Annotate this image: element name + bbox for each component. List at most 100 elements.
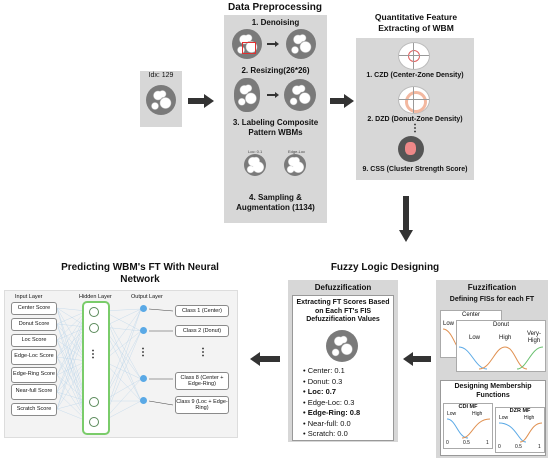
output-class-2: Class 2 (Donut) <box>175 325 229 337</box>
arrow-left-icon <box>403 352 431 366</box>
css-map <box>398 136 424 162</box>
input-wafer-map <box>146 85 176 115</box>
cdi-mf-chart: CDI MF Low High 0 0.5 1 <box>443 403 493 449</box>
feature-dzd: 2. DZD (Donut-Zone Density) <box>367 116 463 123</box>
center-low-label: Low <box>443 321 455 327</box>
fuzzy-title: Fuzzy Logic Designing <box>330 262 440 273</box>
dzr-tick-0: 0 <box>498 444 501 450</box>
feature-panel: 1. CZD (Center-Zone Density) 2. DZD (Don… <box>356 38 474 180</box>
preprocessing-panel: 1. Denoising 2. Resizing(26*26) 3. Label… <box>224 15 327 223</box>
input-layer-label: Input Layer <box>15 294 43 300</box>
labeling-caption-1: Loc: 0.1 <box>248 149 263 154</box>
donut-low-label: Low <box>469 335 481 341</box>
resize-before-map <box>234 78 260 112</box>
feature-css: 9. CSS (Cluster Strength Score) <box>362 166 468 173</box>
donut-fis-label: Donut <box>492 322 509 328</box>
hidden-node <box>89 397 99 407</box>
step-denoising: 1. Denoising <box>251 18 300 27</box>
feature-czd: 1. CZD (Center-Zone Density) <box>366 72 464 79</box>
score-edge-loc: • Edge-Loc: 0.3 <box>303 397 355 407</box>
arrow-left-icon <box>250 352 280 366</box>
score-center: • Center: 0.1 <box>303 366 345 375</box>
output-class-8: Class 8 (Center + Edge-Ring) <box>175 372 229 390</box>
cdi-tick-0: 0 <box>446 440 449 446</box>
input-center-score: Center Score <box>11 302 57 315</box>
defuzz-title: Defuzzification <box>314 283 372 292</box>
nn-panel: Input Layer Hidden Layer Output Layer Ce… <box>4 290 238 438</box>
cdi-tick-1: 1 <box>486 440 489 446</box>
red-highlight-box <box>242 42 256 54</box>
labeling-caption-2: Edge-Loc <box>288 149 306 154</box>
output-node <box>140 305 147 312</box>
step-resizing: 2. Resizing(26*26) <box>241 66 310 75</box>
feature-title: Quantitative Feature Extracting of WBM <box>374 12 458 33</box>
labeling-map-2 <box>284 154 306 176</box>
membership-title: Designing Membership Functions <box>454 383 532 399</box>
cdi-mf-title: CDI MF <box>458 404 478 410</box>
score-loc: • Loc: 0.7 <box>303 387 337 396</box>
cdi-tick-05: 0.5 <box>463 440 470 446</box>
dzr-tick-1: 1 <box>538 444 541 450</box>
arrow-down-icon <box>399 196 413 242</box>
hidden-node <box>89 323 99 333</box>
donut-very-high-label: Very-High <box>526 331 541 344</box>
defuzz-panel: Defuzzification Extracting FT Scores Bas… <box>288 280 398 442</box>
step-labeling: 3. Labeling Composite Pattern WBMs <box>232 118 319 137</box>
denoise-after-map <box>286 29 316 59</box>
step-sampling: 4. Sampling & Augmentation (1134) <box>236 193 315 212</box>
input-edge-ring-score: Edge-Ring Score <box>11 367 57 383</box>
hidden-layer-label: Hidden Layer <box>79 294 112 300</box>
output-class-9: Class 9 (Loc + Edge-Ring) <box>175 396 229 414</box>
arrow-right-icon <box>188 94 214 108</box>
resize-after-map <box>284 79 316 111</box>
class-dots: ⋮ <box>198 347 208 358</box>
input-wafer-card: Idx: 129 <box>140 71 182 127</box>
cdi-mf-curves <box>446 418 491 439</box>
score-scratch: • Scratch: 0.0 <box>303 429 348 438</box>
output-node <box>140 327 147 334</box>
input-wafer-label: Idx: 129 <box>148 72 174 79</box>
arrow-right-icon <box>267 92 279 98</box>
feature-ellipsis: ⋮ <box>410 123 420 134</box>
fuzz-panel: Fuzzification Defining FISs for each FT … <box>436 280 548 458</box>
defuzz-card: Extracting FT Scores Based on Each FT's … <box>292 295 394 441</box>
score-edge-ring: • Edge-Ring: 0.8 <box>303 408 361 417</box>
input-scratch-score: Scratch Score <box>11 403 57 416</box>
donut-fis-chart: Donut Low High Very-High <box>456 320 546 372</box>
arrow-right-icon <box>267 41 279 47</box>
hidden-layer-box <box>82 301 110 435</box>
dzr-mf-curves <box>498 422 543 443</box>
input-near-full-score: Near-full Score <box>11 384 57 400</box>
denoise-before-map <box>232 29 262 59</box>
score-list: • Center: 0.1 • Donut: 0.3 • Loc: 0.7 • … <box>303 366 389 440</box>
arrow-right-icon <box>330 94 354 108</box>
cdi-low-label: Low <box>447 411 457 417</box>
dzr-high-label: High <box>524 415 535 421</box>
hidden-dots: ⋮ <box>88 349 98 360</box>
labeling-map-1 <box>244 154 266 176</box>
preprocessing-title: Data Preprocessing <box>228 2 322 13</box>
score-donut: • Donut: 0.3 <box>303 376 343 386</box>
fuzz-title: Fuzzification <box>467 283 517 292</box>
defuzz-subtitle: Extracting FT Scores Based on Each FT's … <box>296 299 390 323</box>
nn-title: Predicting WBM's FT With Neural Network <box>61 262 219 285</box>
membership-box: Designing Membership Functions CDI MF Lo… <box>440 380 546 456</box>
score-near-full: • Near-full: 0.0 <box>303 418 351 428</box>
output-node <box>140 375 147 382</box>
czd-map <box>398 42 430 70</box>
nn-connections <box>56 307 174 422</box>
input-donut-score: Donut Score <box>11 318 57 331</box>
dzr-mf-chart: DZR MF Low High 0 0.5 1 <box>495 407 545 453</box>
input-loc-score: Loc Score <box>11 334 57 347</box>
hidden-node <box>89 307 99 317</box>
dzr-tick-05: 0.5 <box>515 444 522 450</box>
output-class-1: Class 1 (Center) <box>175 305 229 317</box>
defuzz-wafer-map <box>326 330 358 362</box>
dzr-low-label: Low <box>499 415 509 421</box>
dzr-mf-title: DZR MF <box>509 408 531 414</box>
fuzz-subtitle: Defining FISs for each FT <box>449 296 535 303</box>
hidden-node <box>89 417 99 427</box>
output-node <box>140 397 147 404</box>
output-dots: ⋮ <box>138 347 148 358</box>
center-fis-label: Center <box>461 312 480 318</box>
